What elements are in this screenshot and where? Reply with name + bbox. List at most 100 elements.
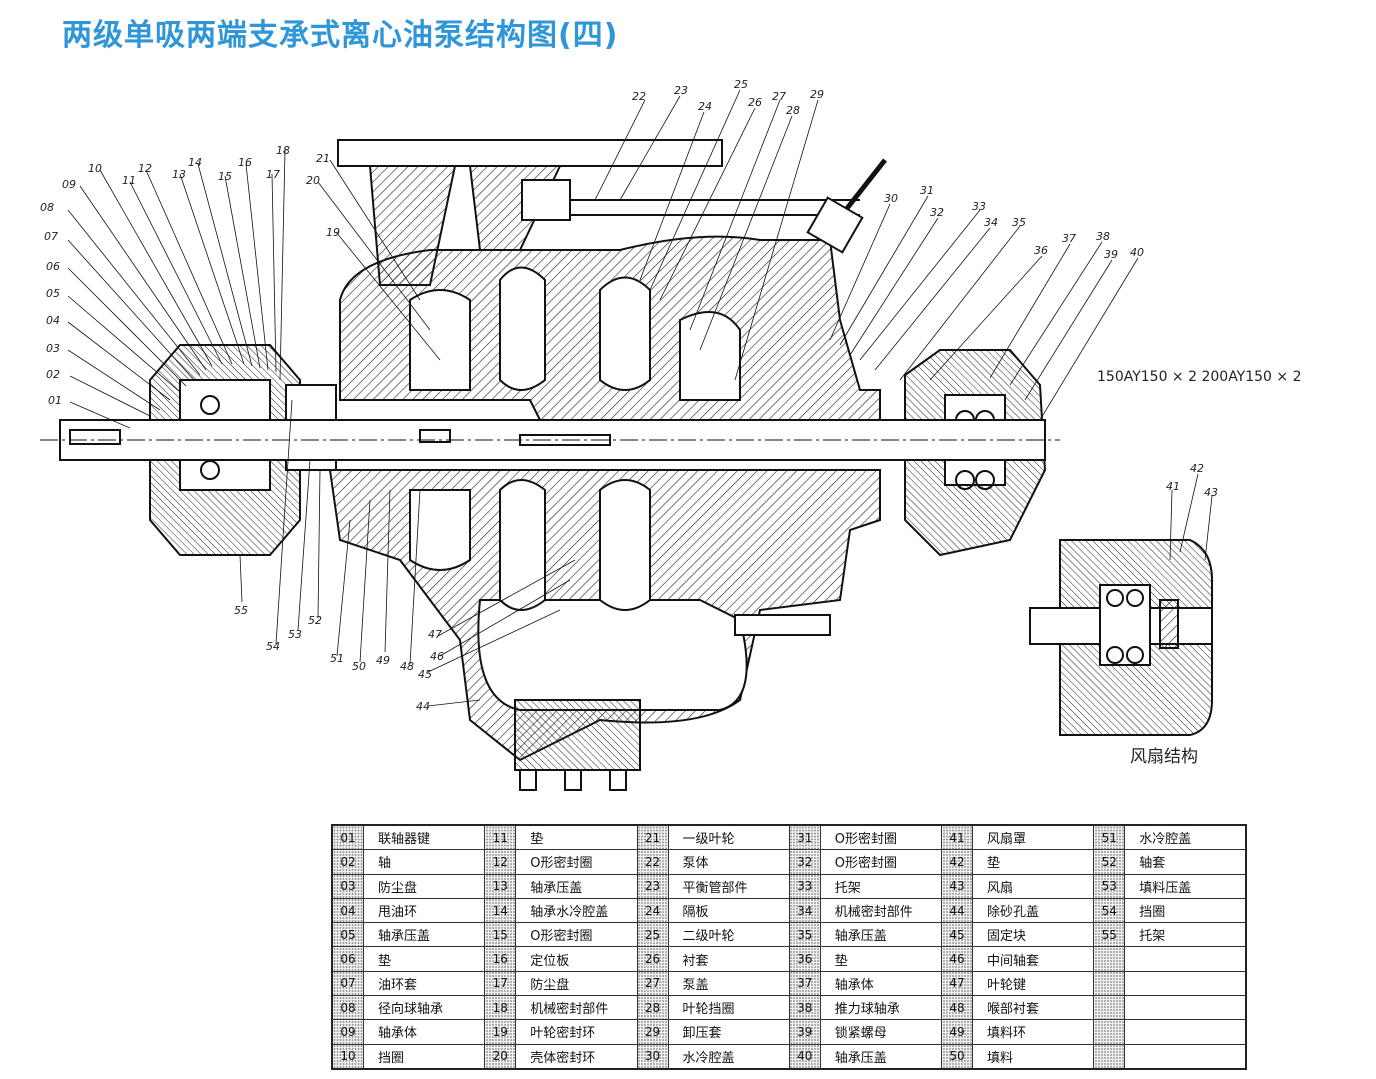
part-name: 一级叶轮	[667, 824, 790, 851]
part-name: 轴承体	[819, 970, 943, 997]
callout-30: 30	[884, 192, 898, 205]
part-number: 13	[484, 873, 517, 899]
part-number: 44	[941, 897, 973, 924]
callout-40: 40	[1130, 246, 1144, 259]
part-number: 43	[941, 873, 973, 899]
part-number: 49	[941, 1019, 973, 1045]
part-number: 55	[1093, 922, 1126, 948]
model-numbers: 150AY150 × 2 200AY150 × 2	[1097, 369, 1302, 385]
part-name: 风扇	[971, 873, 1095, 899]
part-number: 10	[331, 1043, 364, 1070]
part-name: O形密封圈	[819, 824, 943, 851]
empty-cell	[1124, 1043, 1247, 1070]
part-name: 叶轮密封环	[515, 1019, 638, 1045]
callout-44: 44	[416, 700, 430, 713]
fan-structure-detail	[1029, 539, 1213, 736]
callout-39: 39	[1104, 248, 1118, 261]
part-number: 25	[636, 922, 669, 948]
part-number: 17	[484, 970, 517, 997]
leader-lines	[67, 89, 1213, 707]
empty-cell	[1124, 970, 1247, 997]
pump-body	[328, 139, 887, 791]
part-number: 54	[1093, 897, 1126, 924]
part-number: 36	[788, 946, 821, 972]
callout-45: 45	[418, 668, 432, 681]
part-name: 托架	[1124, 922, 1247, 948]
part-name: 填料环	[971, 1019, 1095, 1045]
empty-cell	[1093, 1043, 1126, 1070]
callout-21: 21	[316, 152, 330, 165]
part-name: 机械密封部件	[819, 897, 943, 924]
part-name: 挡圈	[1124, 897, 1247, 924]
part-number: 40	[788, 1043, 821, 1070]
part-number: 04	[331, 897, 364, 924]
part-name: 油环套	[362, 970, 486, 997]
part-name: O形密封圈	[819, 849, 943, 875]
empty-cell	[1124, 946, 1247, 972]
callout-11: 11	[122, 174, 136, 187]
part-number: 12	[484, 849, 517, 875]
part-name: 卸压套	[667, 1019, 790, 1045]
part-number: 15	[484, 922, 517, 948]
part-number: 38	[788, 994, 821, 1021]
part-name: 平衡管部件	[667, 873, 790, 899]
part-name: 固定块	[971, 922, 1095, 948]
empty-cell	[1124, 994, 1247, 1021]
part-number: 30	[636, 1043, 669, 1070]
empty-cell	[1124, 1019, 1247, 1045]
part-number: 33	[788, 873, 821, 899]
part-number: 48	[941, 994, 973, 1021]
part-name: 挡圈	[362, 1043, 486, 1070]
callout-28: 28	[786, 104, 800, 117]
part-number: 23	[636, 873, 669, 899]
callout-numbers: 01 02 03 04 05 06 07 08 09 10 11 12 13 1…	[40, 78, 1218, 713]
empty-cell	[1093, 946, 1126, 972]
part-name: 推力球轴承	[819, 994, 943, 1021]
callout-20: 20	[306, 174, 320, 187]
callout-27: 27	[772, 90, 786, 103]
callout-07: 07	[44, 230, 58, 243]
callout-34: 34	[984, 216, 998, 229]
part-name: 衬套	[667, 946, 790, 972]
callout-42: 42	[1190, 462, 1204, 475]
callout-14: 14	[188, 156, 202, 169]
part-number: 51	[1093, 824, 1126, 851]
callout-16: 16	[238, 156, 252, 169]
empty-cell	[1093, 970, 1126, 997]
part-name: 水冷腔盖	[1124, 824, 1247, 851]
callout-54: 54	[266, 640, 280, 653]
callout-22: 22	[632, 90, 646, 103]
part-name: 二级叶轮	[667, 922, 790, 948]
callout-26: 26	[748, 96, 762, 109]
part-name: 轴承压盖	[362, 922, 486, 948]
part-name: 泵盖	[667, 970, 790, 997]
part-name: 轴承体	[362, 1019, 486, 1045]
part-name: 中间轴套	[971, 946, 1095, 972]
callout-06: 06	[46, 260, 60, 273]
part-number: 19	[484, 1019, 517, 1045]
callout-01: 01	[48, 394, 62, 407]
part-name: 轴承压盖	[819, 1043, 943, 1070]
part-name: 壳体密封环	[515, 1043, 638, 1070]
callout-47: 47	[428, 628, 442, 641]
callout-49: 49	[376, 654, 390, 667]
part-number: 02	[331, 849, 364, 875]
callout-18: 18	[276, 144, 290, 157]
part-number: 41	[941, 824, 973, 851]
callout-46: 46	[430, 650, 444, 663]
callout-51: 51	[330, 652, 344, 665]
part-number: 21	[636, 824, 669, 851]
part-name: 防尘盘	[362, 873, 486, 899]
part-number: 26	[636, 946, 669, 972]
part-name: 垫	[819, 946, 943, 972]
part-number: 29	[636, 1019, 669, 1045]
